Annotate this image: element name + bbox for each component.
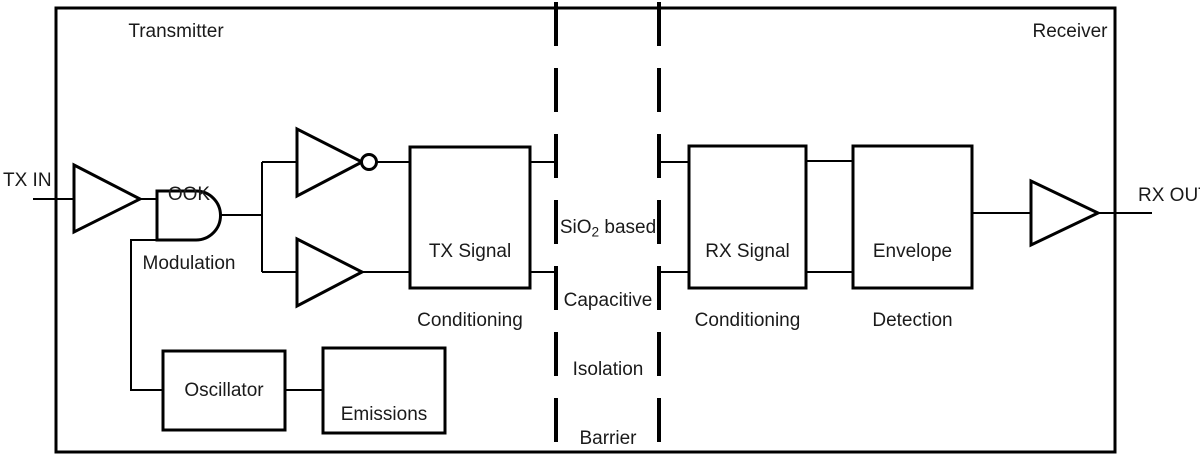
- ook-and-gate: [155, 189, 222, 242]
- envelope-detection-label: Envelope Detection: [853, 194, 972, 378]
- tx-signal-conditioning-box: [408, 145, 532, 290]
- rx-signal-conditioning-box: [687, 144, 808, 290]
- tx-in-port-label: TX IN: [3, 170, 52, 191]
- tx-signal-conditioning-line1: TX Signal: [428, 241, 512, 262]
- envelope-detection-line2: Detection: [872, 310, 953, 331]
- tx-signal-conditioning-label: TX Signal Conditioning: [410, 194, 530, 378]
- oscillator-label: Oscillator: [184, 380, 264, 401]
- tx-inverter-gate: [295, 126, 366, 199]
- rx-signal-conditioning-line1: RX Signal: [705, 241, 790, 262]
- isolation-barrier-label: SiO2 based Capacitive Isolation Barrier: [555, 170, 661, 458]
- rx-signal-conditioning-line2: Conditioning: [694, 310, 801, 331]
- ook-modulation-line1: OOK: [167, 184, 211, 205]
- emissions-reduction-box: [321, 346, 447, 435]
- isolation-barrier-line2: Capacitive: [563, 290, 653, 312]
- tx-buffer-gate: [295, 236, 366, 309]
- rx-out-port-label: RX OUT: [1138, 185, 1200, 206]
- isolation-barrier-line3: Isolation: [572, 359, 644, 381]
- transmitter-section-label: Transmitter: [128, 21, 224, 42]
- envelope-detection-line1: Envelope: [872, 241, 953, 262]
- ook-modulation-line2: Modulation: [142, 253, 236, 274]
- rx-signal-conditioning-label: RX Signal Conditioning: [689, 194, 806, 378]
- ook-modulation-label: OOK Modulation: [114, 137, 264, 321]
- oscillator-box: [161, 349, 287, 432]
- input-buffer-gate: [72, 162, 144, 235]
- receiver-section-label: Receiver: [1032, 21, 1108, 42]
- isolation-barrier-line4: Barrier: [579, 428, 637, 450]
- outer-enclosure-border: [54, 6, 1117, 454]
- tx-signal-conditioning-line2: Conditioning: [417, 310, 523, 331]
- tx-inverter-bubble-icon: [360, 153, 378, 171]
- barrier-sio2-prefix: SiO: [559, 217, 592, 238]
- emissions-reduction-label: Emissions Reduction Techniques: [323, 357, 445, 458]
- emissions-reduction-line1: Emissions: [340, 404, 428, 425]
- barrier-sio2-subscript: 2: [591, 224, 600, 240]
- output-buffer-gate: [1029, 178, 1102, 248]
- isolation-barrier-line1: SiO2 based: [555, 216, 661, 243]
- envelope-detection-box: [851, 144, 974, 290]
- oscillator-to-and-gate-wire: [130, 239, 163, 391]
- barrier-sio2-suffix: based: [599, 217, 657, 238]
